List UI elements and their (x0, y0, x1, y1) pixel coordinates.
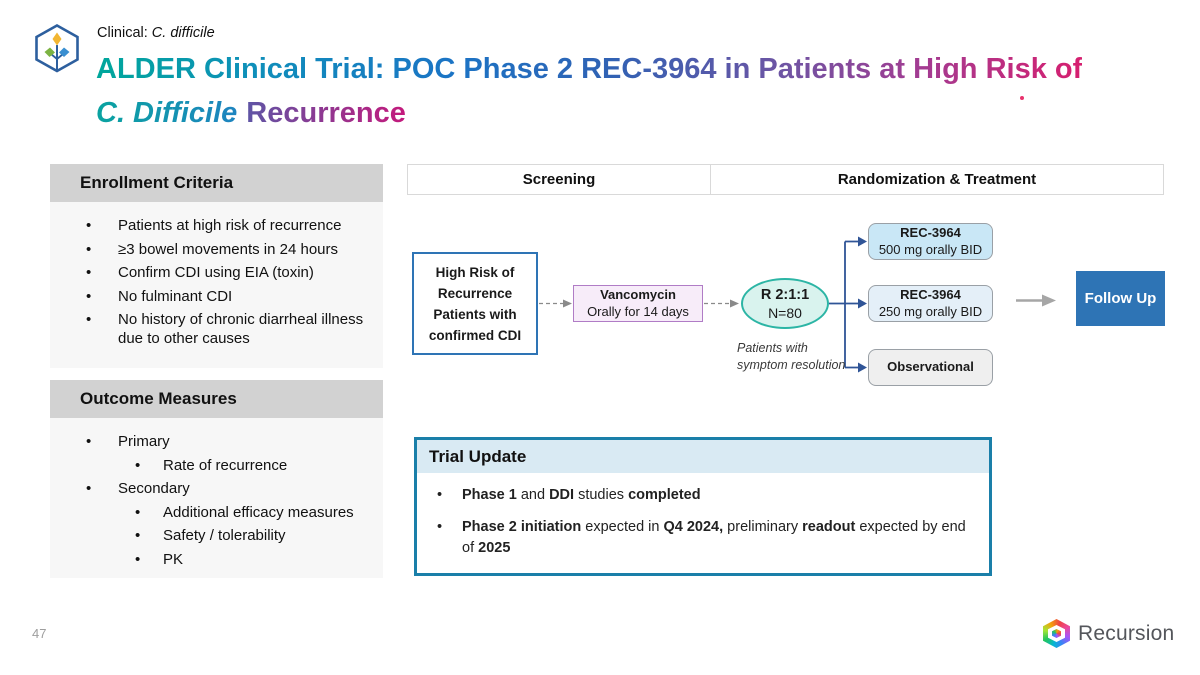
stage-screening: Screening (408, 165, 711, 194)
category-label: Clinical: C. difficile (97, 25, 215, 41)
vancomycin-title: Vancomycin (600, 287, 676, 302)
hexagon-plant-icon (35, 24, 79, 73)
stage-randomization-treatment: Randomization & Treatment (837, 171, 1037, 188)
trial-update-title: Trial Update (429, 446, 527, 466)
outcome-measures-title: Outcome Measures (80, 389, 237, 408)
arm-observational: Observational (868, 349, 993, 386)
list-subitem: Additional efficacy measures (135, 504, 371, 523)
enrollment-criteria-header: Enrollment Criteria (50, 164, 383, 202)
symptom-resolution-note: Patients with symptom resolution (737, 341, 846, 372)
list-subitem: PK (135, 551, 371, 570)
list-item: Primary Rate of recurrence (86, 433, 371, 476)
follow-up-box: Follow Up (1076, 271, 1165, 326)
list-item: No fulminant CDI (86, 288, 371, 307)
rainbow-hexagon-icon (1043, 619, 1070, 648)
vancomycin-sub: Orally for 14 days (587, 303, 689, 319)
vancomycin-box: Vancomycin Orally for 14 days (573, 285, 703, 322)
list-item: Confirm CDI using EIA (toxin) (86, 264, 371, 283)
list-item: Patients at high risk of recurrence (86, 217, 371, 236)
brand-logo: Recursion (1043, 619, 1174, 648)
trial-update-header: Trial Update (417, 440, 989, 473)
category-prefix: Clinical: (97, 25, 152, 41)
flow-stage-header: Screening Randomization & Treatment (407, 164, 1164, 195)
list-item: Secondary Additional efficacy measures S… (86, 480, 371, 570)
randomization-ratio: R 2:1:1 (760, 286, 810, 303)
randomization-n: N=80 (768, 304, 802, 321)
arm-rec3964-250: REC-3964 250 mg orally BID (868, 285, 993, 322)
title-line2-italic: C. Difficile (96, 97, 238, 129)
trial-update-bullet: Phase 1 and DDI studies completed (437, 485, 973, 506)
outcome-measures-header: Outcome Measures (50, 380, 383, 418)
list-subitem: Rate of recurrence (135, 457, 371, 476)
category-italic: C. difficile (151, 25, 215, 41)
randomization-ellipse: R 2:1:1 N=80 (741, 278, 829, 329)
arm-rec3964-500: REC-3964 500 mg orally BID (868, 223, 993, 260)
enrollment-criteria-title: Enrollment Criteria (80, 173, 234, 192)
trial-update-bullet: Phase 2 initiation expected in Q4 2024, … (437, 517, 973, 559)
title-line2-rest: Recurrence (246, 97, 406, 129)
title-line1: ALDER Clinical Trial: POC Phase 2 REC-39… (96, 53, 1083, 85)
page-title: ALDER Clinical Trial: POC Phase 2 REC-39… (96, 47, 1106, 135)
page-number: 47 (32, 626, 47, 641)
high-risk-patients-box: High Risk of Recurrence Patients with co… (412, 252, 538, 355)
trial-update-box: Trial Update Phase 1 and DDI studies com… (414, 437, 992, 576)
list-subitem: Safety / tolerability (135, 527, 371, 546)
enrollment-criteria-panel: Patients at high risk of recurrence ≥3 b… (50, 202, 383, 368)
stray-red-dot (1020, 96, 1024, 100)
list-item: No history of chronic diarrheal illness … (86, 311, 371, 348)
list-item: ≥3 bowel movements in 24 hours (86, 241, 371, 260)
outcome-measures-panel: Primary Rate of recurrence Secondary Add… (50, 418, 383, 578)
brand-name: Recursion (1078, 621, 1175, 645)
